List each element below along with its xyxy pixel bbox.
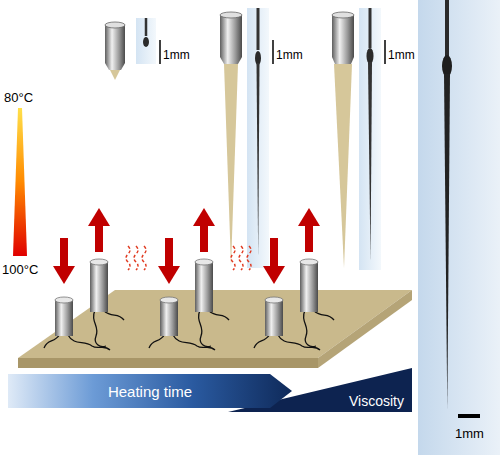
needle-bevel <box>220 57 242 64</box>
node-label: Viscosity <box>349 393 404 409</box>
temperature-label: 100°C <box>2 262 38 277</box>
scale-label: 1mm <box>163 48 190 62</box>
substrate-side <box>318 290 412 368</box>
label-holder: 1mm <box>388 45 415 63</box>
scale-label: 1mm <box>455 426 484 441</box>
polymer-cone <box>334 64 352 268</box>
substrate-front <box>18 358 318 368</box>
needle <box>105 25 125 63</box>
label-holder: 1mm <box>455 424 484 442</box>
label-holder: 1mm <box>276 45 303 63</box>
heat-wave <box>239 246 243 270</box>
heat-waves <box>126 246 251 270</box>
label-holder: 1mm <box>163 45 190 63</box>
photo-fiber <box>368 62 372 262</box>
needle-top <box>105 22 125 28</box>
heat-wave <box>247 246 251 270</box>
needle <box>332 15 354 57</box>
fiber-photo-needle <box>445 0 449 56</box>
fiber-bead <box>442 55 452 77</box>
scale-bar <box>384 40 386 64</box>
label-holder: 80°C <box>4 88 33 106</box>
drawn-fiber <box>444 74 450 410</box>
needle-top <box>332 12 354 18</box>
heat-wave <box>231 246 235 270</box>
needle-pair <box>44 208 124 350</box>
scale-label: 1mm <box>388 48 415 62</box>
needle-bevel <box>105 63 125 70</box>
fiber-photo <box>418 0 500 455</box>
substrate-top <box>18 290 412 358</box>
photo-drop <box>367 48 374 64</box>
photo-needle <box>369 8 372 48</box>
heat-wave <box>126 246 130 270</box>
needle-bevel <box>332 57 354 64</box>
photo-drop <box>143 37 149 47</box>
heat-wave <box>142 246 146 270</box>
needle-photo <box>359 8 381 270</box>
arrow-body <box>8 374 292 408</box>
node-label: Heating time <box>108 383 192 400</box>
photo-needle <box>257 8 260 50</box>
needle <box>220 15 242 57</box>
heat-wave <box>134 246 138 270</box>
temperature-label: 80°C <box>4 90 33 105</box>
heating-time-arrow: Heating time <box>8 372 292 410</box>
scale-label: 1mm <box>276 48 303 62</box>
photo-needle <box>145 18 148 36</box>
needle-photo <box>247 8 269 268</box>
label-holder: 100°C <box>2 260 38 278</box>
polymer-drop <box>110 70 120 80</box>
scale-bar <box>159 40 161 64</box>
wedge-body <box>228 368 412 412</box>
needle-photo <box>136 18 156 64</box>
needle-pair <box>254 208 334 350</box>
needle-pair <box>149 208 229 350</box>
photo-fiber <box>257 63 260 258</box>
polymer-cone <box>224 64 238 266</box>
needle-top <box>220 12 242 18</box>
scale-bar <box>458 414 480 418</box>
temperature-gradient <box>13 108 27 256</box>
scale-bar <box>272 40 274 64</box>
photo-drop <box>255 51 261 65</box>
